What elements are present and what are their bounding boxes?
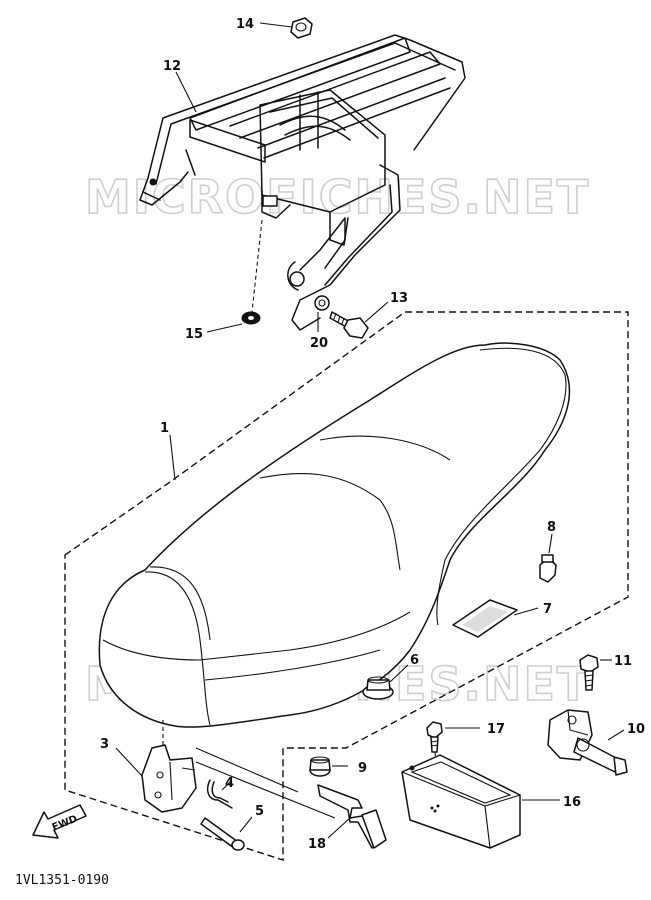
callout-5: 5 bbox=[255, 804, 264, 819]
pin-5 bbox=[200, 817, 245, 851]
bolt-11 bbox=[579, 654, 599, 691]
lock-arm-18 bbox=[317, 784, 387, 849]
callout-10: 10 bbox=[627, 722, 645, 737]
screw-17 bbox=[426, 721, 443, 753]
callout-18: 18 bbox=[308, 837, 326, 852]
callout-13: 13 bbox=[390, 291, 408, 306]
seat-lock-10 bbox=[547, 709, 628, 776]
callout-15: 15 bbox=[185, 327, 203, 342]
callout-6: 6 bbox=[410, 653, 419, 668]
washer-15 bbox=[241, 311, 261, 325]
callout-20: 20 bbox=[310, 336, 328, 351]
callout-7: 7 bbox=[543, 602, 552, 617]
callout-12: 12 bbox=[163, 59, 181, 74]
callout-1: 1 bbox=[160, 421, 169, 436]
hinge-bracket-3 bbox=[141, 744, 197, 813]
label-7 bbox=[452, 599, 518, 638]
callout-4: 4 bbox=[225, 776, 234, 791]
bolt-13 bbox=[329, 311, 369, 339]
damper-6 bbox=[362, 676, 394, 700]
watermark-top: MICROFICHES.NET bbox=[85, 170, 590, 224]
callout-11: 11 bbox=[614, 654, 632, 669]
seat-assembly-boundary bbox=[64, 311, 629, 861]
cotter-pin-4 bbox=[206, 779, 233, 809]
callout-3: 3 bbox=[100, 737, 109, 752]
damper-9 bbox=[309, 756, 331, 777]
diagram-code: 1VL1351-0190 bbox=[15, 873, 109, 888]
nut-14 bbox=[290, 17, 313, 39]
forward-direction-arrow: FWD bbox=[32, 804, 87, 839]
rear-carrier-rack bbox=[139, 34, 466, 331]
callout-9: 9 bbox=[358, 761, 367, 776]
callout-16: 16 bbox=[563, 795, 581, 810]
storage-tray-16 bbox=[401, 754, 521, 849]
washer-20 bbox=[314, 295, 330, 311]
callout-8: 8 bbox=[547, 520, 556, 535]
callout-17: 17 bbox=[487, 722, 505, 737]
seat bbox=[98, 342, 571, 728]
callout-14: 14 bbox=[236, 17, 254, 32]
damper-8 bbox=[539, 554, 557, 583]
